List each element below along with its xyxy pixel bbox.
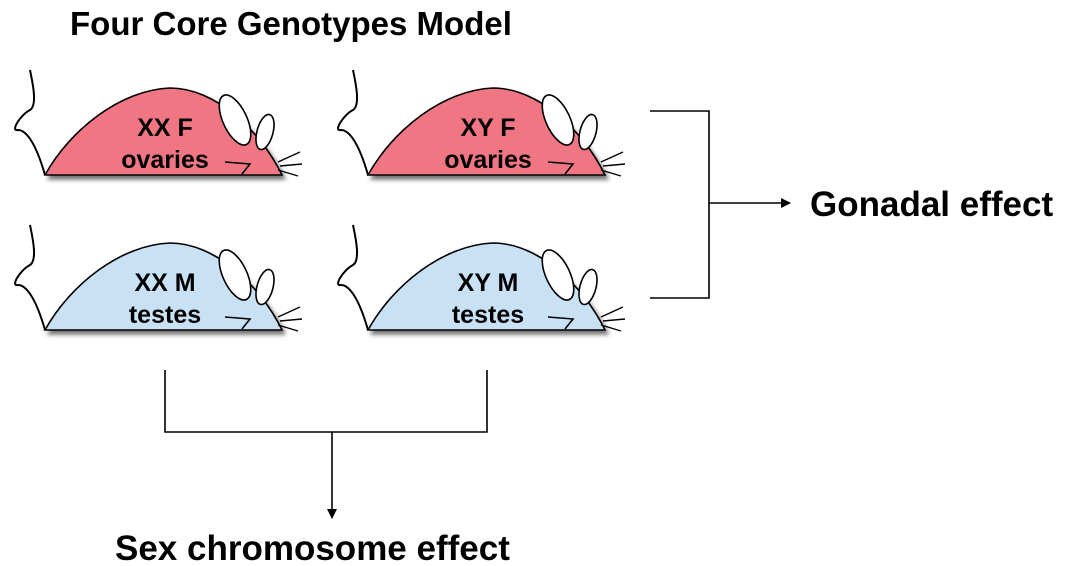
sex-chromosome-effect-bracket xyxy=(164,370,488,519)
mouse-whiskers xyxy=(600,306,626,332)
mouse-gonad-label: testes xyxy=(129,301,201,329)
mouse-ear xyxy=(578,113,598,151)
mouse-foot xyxy=(547,161,575,175)
mouse-xx-female: XX F ovaries xyxy=(14,69,303,177)
mouse-ear xyxy=(255,268,275,306)
mouse-gonad-label: ovaries xyxy=(121,146,209,174)
mouse-genotype-label: XY M xyxy=(458,269,519,297)
mouse-whiskers xyxy=(277,151,303,177)
mouse-foot xyxy=(547,316,575,330)
mouse-whiskers xyxy=(600,151,626,177)
mouse-xy-female: XY F ovaries xyxy=(337,69,626,177)
mouse-ear xyxy=(578,268,598,306)
mouse-genotype-label: XX F xyxy=(137,114,193,142)
mouse-tail xyxy=(337,224,369,331)
mouse-genotype-label: XY F xyxy=(460,114,515,142)
mouse-ear xyxy=(218,249,252,301)
gonadal-effect-bracket xyxy=(650,110,791,299)
mouse-tail xyxy=(14,69,46,176)
sex-chromosome-effect-label: Sex chromosome effect xyxy=(115,529,510,566)
mouse-ear xyxy=(541,94,575,146)
mouse-tail xyxy=(14,224,46,331)
mouse-genotype-label: XX M xyxy=(134,269,195,297)
mouse-tail xyxy=(337,69,369,176)
mouse-whiskers xyxy=(277,306,303,332)
diagram-title: Four Core Genotypes Model xyxy=(70,5,512,42)
mouse-gonad-label: testes xyxy=(452,301,524,329)
mouse-foot xyxy=(224,161,252,175)
mouse-gonad-label: ovaries xyxy=(444,146,532,174)
mouse-xx-male: XX M testes xyxy=(14,224,303,332)
mouse-xy-male: XY M testes xyxy=(337,224,626,332)
mouse-foot xyxy=(224,316,252,330)
mouse-ear xyxy=(218,94,252,146)
mouse-ear xyxy=(255,113,275,151)
gonadal-effect-label: Gonadal effect xyxy=(810,185,1053,224)
mouse-ear xyxy=(541,249,575,301)
